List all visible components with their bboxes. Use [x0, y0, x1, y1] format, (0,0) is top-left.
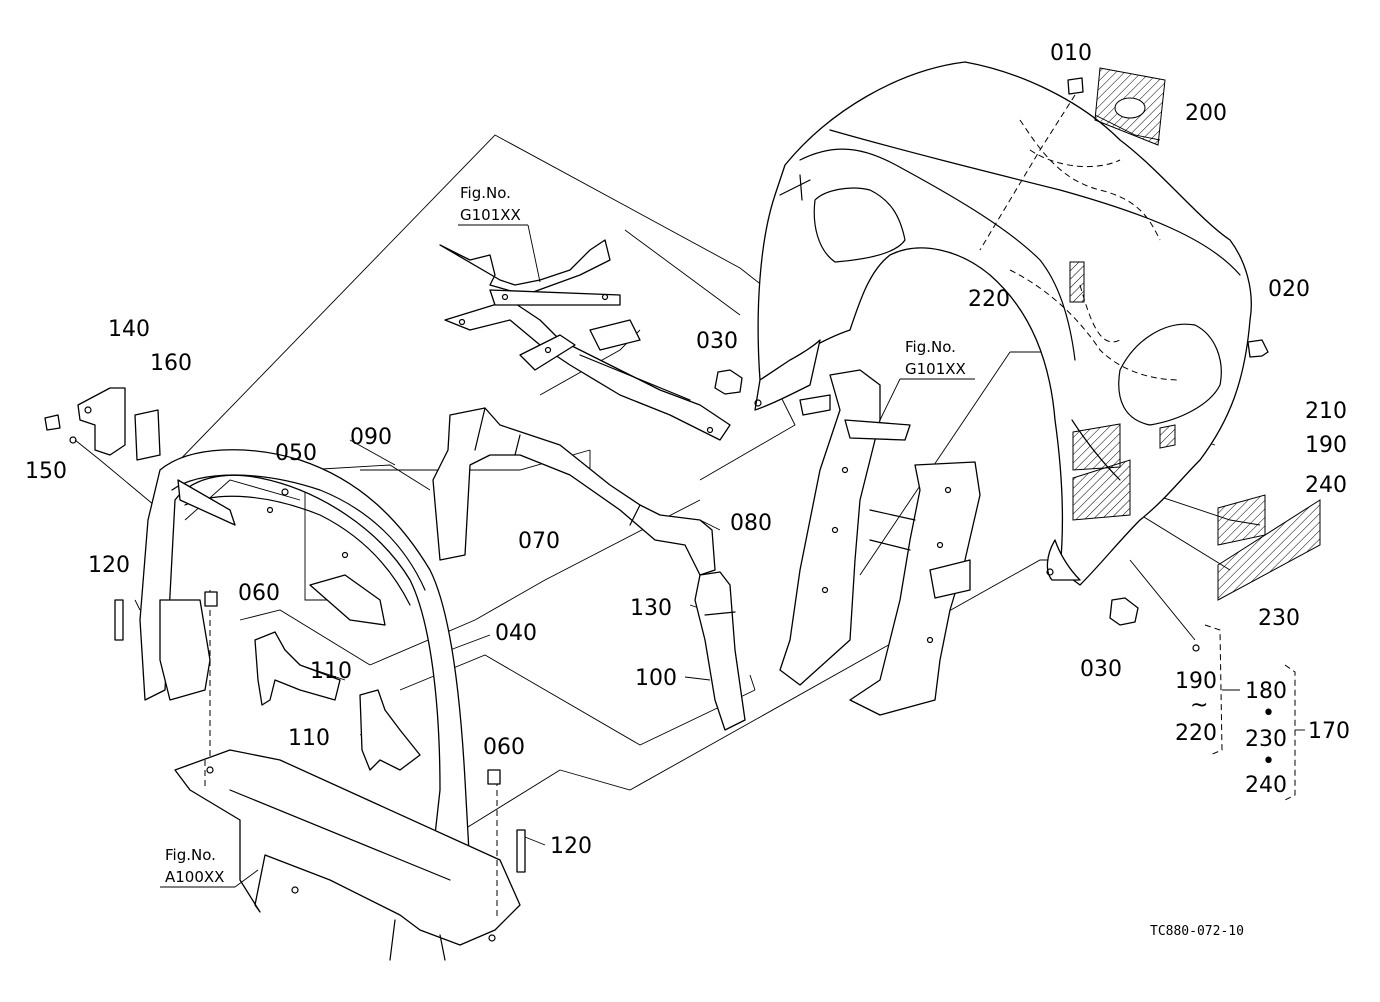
label-060-top: 060: [238, 581, 280, 606]
label-020: 020: [1268, 277, 1310, 302]
label-220-top: 220: [968, 287, 1010, 312]
strip-120a: [114, 599, 124, 641]
hood-panel: [754, 61, 1252, 586]
group-dot-1: •: [1262, 701, 1275, 726]
label-140: 140: [108, 317, 150, 342]
strip-120b: [516, 829, 526, 873]
label-120-left: 120: [88, 553, 130, 578]
label-050: 050: [275, 441, 317, 466]
label-060-bottom: 060: [483, 735, 525, 760]
label-080: 080: [730, 511, 772, 536]
decals: [1069, 67, 1321, 601]
label-120-right: 120: [550, 834, 592, 859]
group-dot-2: •: [1262, 749, 1275, 774]
drawing-code: TC880-072-10: [1150, 924, 1244, 939]
fig-ref-g101-upper-title: Fig.No.: [460, 184, 511, 202]
label-090: 090: [350, 425, 392, 450]
part-group-170: 190 ~ 220 180 • 230 • 240 170: [1175, 624, 1350, 801]
label-240-group: 240: [1245, 773, 1287, 798]
label-170: 170: [1308, 719, 1350, 744]
label-100: 100: [635, 666, 677, 691]
label-030-bottom: 030: [1080, 657, 1122, 682]
upper-bracket: [439, 239, 731, 441]
support-stays: [779, 369, 981, 716]
pad-160: [134, 409, 161, 461]
base-frame: [174, 590, 521, 961]
figure-references: Fig.No. G101XX Fig.No. G101XX Fig.No. A1…: [160, 184, 975, 888]
bracket-140: [69, 387, 126, 456]
label-190-group: 190: [1175, 669, 1217, 694]
label-030-top: 030: [696, 329, 738, 354]
part-labels: 010 200 020 220 030 210 190 240 230 030 …: [25, 41, 1347, 859]
fig-ref-g101-center-code: G101XX: [905, 360, 966, 378]
bracket-110a: [254, 631, 341, 706]
label-240-right: 240: [1305, 473, 1347, 498]
label-040: 040: [495, 621, 537, 646]
label-180: 180: [1245, 679, 1287, 704]
fig-ref-g101-upper-code: G101XX: [460, 206, 521, 224]
fig-ref-a100-code: A100XX: [165, 868, 224, 886]
label-110-upper: 110: [310, 659, 352, 684]
bracket-110b: [359, 689, 421, 771]
foam-seals: [432, 407, 746, 731]
label-210: 210: [1305, 399, 1347, 424]
bolts: [44, 77, 1269, 785]
label-010: 010: [1050, 41, 1092, 66]
fig-ref-a100-title: Fig.No.: [165, 846, 216, 864]
label-110-lower: 110: [288, 726, 330, 751]
label-190-right: 190: [1305, 433, 1347, 458]
label-150: 150: [25, 459, 67, 484]
label-230-right: 230: [1258, 606, 1300, 631]
label-130: 130: [630, 596, 672, 621]
label-160: 160: [150, 351, 192, 376]
fig-ref-g101-center-title: Fig.No.: [905, 338, 956, 356]
label-220-group: 220: [1175, 721, 1217, 746]
label-230-group: 230: [1245, 727, 1287, 752]
label-200: 200: [1185, 101, 1227, 126]
label-070: 070: [518, 529, 560, 554]
group-tilde: ~: [1190, 693, 1208, 718]
